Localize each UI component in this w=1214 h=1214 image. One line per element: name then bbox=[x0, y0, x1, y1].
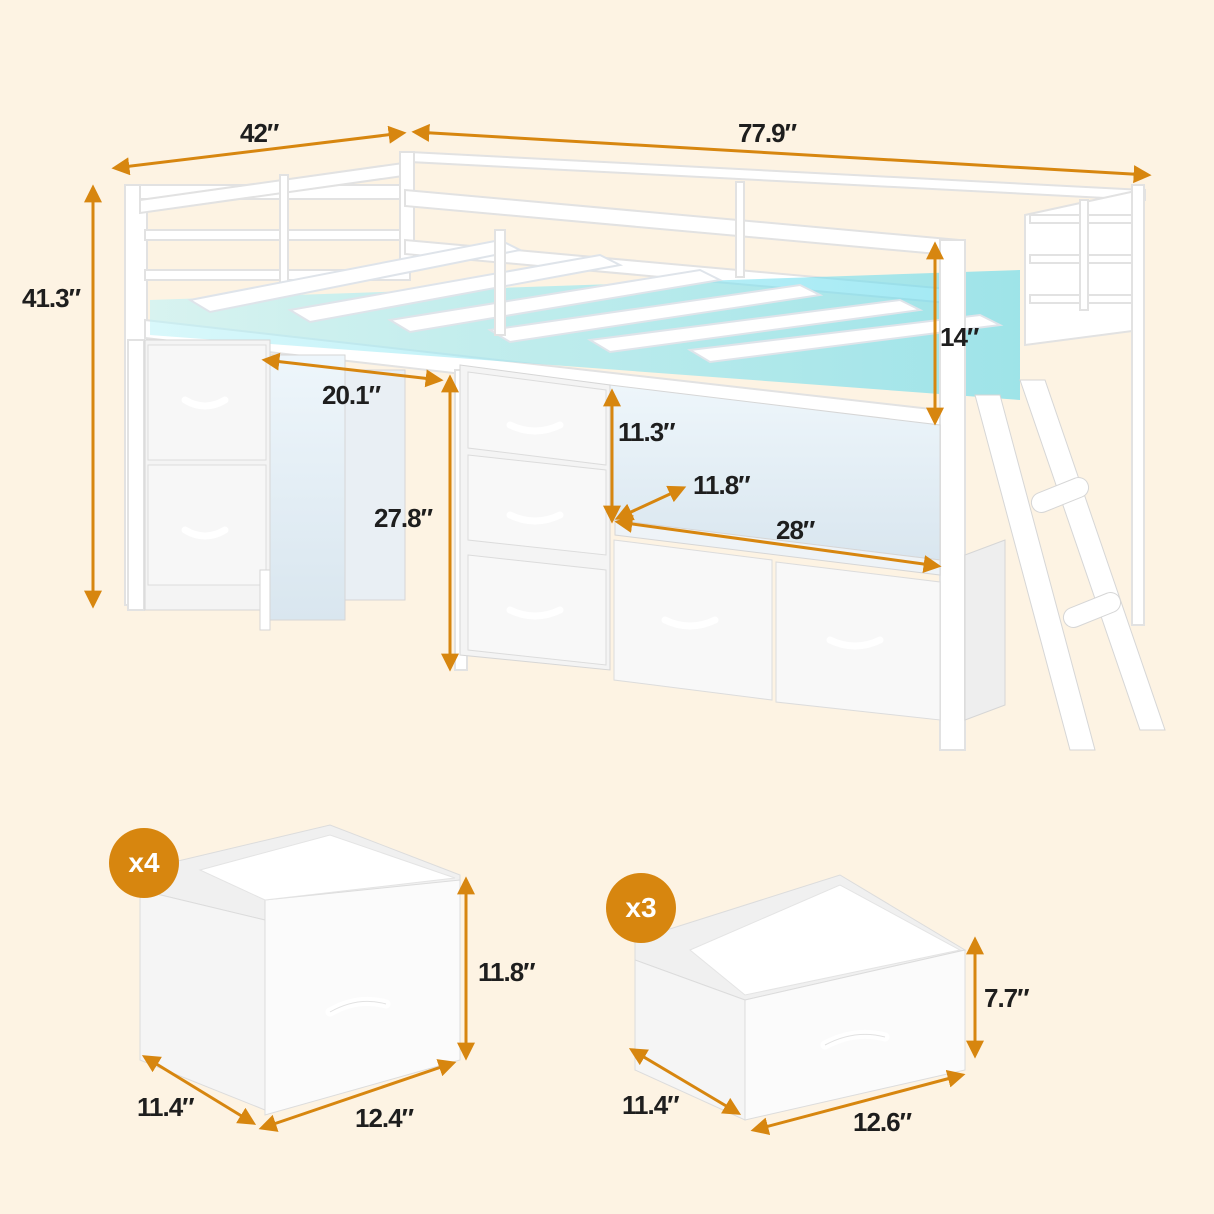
large-drawer-quantity-badge: x4 bbox=[109, 828, 179, 898]
large-drawer-width-label: 12.4″ bbox=[355, 1103, 414, 1133]
dim-guardrail-height-label: 14″ bbox=[940, 322, 979, 352]
arrow-width-42 bbox=[111, 125, 407, 176]
dim-clearance-height-label: 27.8″ bbox=[374, 503, 433, 533]
dim-shelf-height-label: 11.3″ bbox=[618, 417, 676, 447]
dim-shelf-depth-label: 11.8″ bbox=[693, 470, 751, 500]
arrow-shelf-width-28 bbox=[614, 515, 942, 573]
small-drawer-height-label: 7.7″ bbox=[984, 983, 1030, 1013]
large-drawer-illustration bbox=[139, 824, 461, 1116]
dim-length-label: 77.9″ bbox=[738, 118, 797, 148]
large-drawer-height-label: 11.8″ bbox=[478, 957, 536, 987]
dim-shelf-width-label: 28″ bbox=[776, 515, 815, 545]
small-drawer-depth-label: 11.4″ bbox=[622, 1090, 680, 1120]
arrow-small-width bbox=[750, 1069, 966, 1136]
small-drawer-width-label: 12.6″ bbox=[853, 1107, 912, 1137]
arrow-large-depth bbox=[141, 1055, 257, 1125]
dim-opening-width-label: 20.1″ bbox=[322, 380, 381, 410]
small-drawer-illustration bbox=[634, 874, 967, 1121]
large-drawer-depth-label: 11.4″ bbox=[137, 1092, 195, 1122]
arrow-large-width bbox=[258, 1059, 457, 1132]
dim-width-label: 42″ bbox=[240, 118, 279, 148]
ladder bbox=[974, 379, 1166, 751]
right-cabinet bbox=[459, 364, 1006, 721]
arrow-shelf-depth-11-8 bbox=[614, 485, 687, 521]
arrow-opening-20-1 bbox=[261, 352, 444, 388]
arrow-length-77-9 bbox=[411, 123, 1152, 184]
arrow-small-depth bbox=[628, 1048, 742, 1115]
dim-total-height-label: 41.3″ bbox=[22, 283, 81, 313]
left-cabinet bbox=[144, 339, 406, 631]
dimension-arrows bbox=[84, 123, 1152, 1136]
small-drawer-quantity-badge: x3 bbox=[606, 873, 676, 943]
